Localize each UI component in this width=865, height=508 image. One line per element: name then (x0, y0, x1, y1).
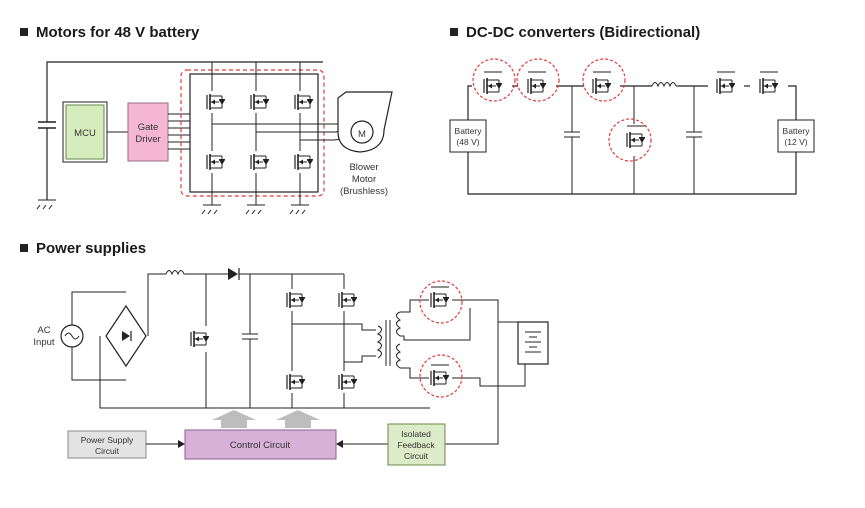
diode-icon (228, 268, 238, 280)
power-supply-label-line2: Circuit (95, 446, 120, 456)
dcdc-section: DC-DC converters (Bidirectional) Battery… (449, 24, 815, 195)
inverter-highlight (180, 69, 325, 197)
section-title-dcdc: DC-DC converters (Bidirectional) (466, 24, 700, 41)
ground-icon (289, 204, 309, 215)
motor-label-line2: Motor (352, 174, 376, 185)
inductor-icon (651, 82, 677, 88)
mcu-label: MCU (74, 128, 96, 139)
isolated-label-line2: Feedback (397, 440, 435, 450)
mosfet-highlight (419, 280, 463, 398)
capacitor-icon (686, 86, 702, 194)
gate-driver-label-line2: Driver (135, 134, 160, 145)
motors-section: Motors for 48 V battery MCU Gate Driver (20, 24, 393, 215)
gate-arrow-icon (212, 410, 256, 428)
section-title-motors: Motors for 48 V battery (36, 24, 200, 41)
section-bullet (20, 28, 28, 36)
power-supply-label-line1: Power Supply (81, 435, 134, 445)
power-supply-circuit-block (67, 430, 147, 459)
section-bullet (20, 244, 28, 252)
isolated-label-line1: Isolated (401, 429, 431, 439)
control-circuit-label: Control Circuit (230, 440, 291, 451)
ac-input-label-line2: Input (33, 337, 54, 348)
output-battery-icon (517, 321, 549, 365)
transformer-icon (376, 311, 402, 369)
isolated-label-line3: Circuit (404, 451, 429, 461)
gate-driver-label-line1: Gate (138, 122, 159, 133)
battery-12v-label-line2: (12 V) (784, 137, 807, 147)
ground-icon (36, 199, 56, 210)
isolated-feedback-block (387, 423, 446, 466)
battery-12v-label-line1: Battery (783, 126, 811, 136)
arrow-icon (178, 440, 185, 448)
ac-input-label-line1: AC (37, 325, 50, 336)
section-bullet (450, 28, 458, 36)
battery-12v (777, 119, 815, 153)
ground-icon (201, 204, 221, 215)
capacitor-icon (564, 86, 580, 194)
battery-48v-label-line2: (48 V) (456, 137, 479, 147)
mcu-block (65, 104, 105, 160)
capacitor-icon (242, 274, 258, 408)
gate-driver-block (127, 102, 169, 162)
inductor-icon (165, 270, 185, 276)
battery-48v-label-line1: Battery (455, 126, 483, 136)
motor-label-line3: (Brushless) (340, 186, 388, 197)
control-circuit-block (184, 429, 337, 460)
power-section: Power supplies AC Input (20, 240, 549, 466)
section-title-power: Power supplies (36, 240, 146, 257)
arrow-icon (336, 440, 343, 448)
battery-48v (449, 119, 487, 153)
gate-arrow-icon (276, 410, 320, 428)
motor-symbol: M (358, 129, 366, 140)
ground-icon (245, 204, 265, 215)
mosfet-highlight (472, 58, 652, 162)
blower-motor-icon (337, 91, 393, 153)
motor-label-line1: Blower (349, 162, 378, 173)
